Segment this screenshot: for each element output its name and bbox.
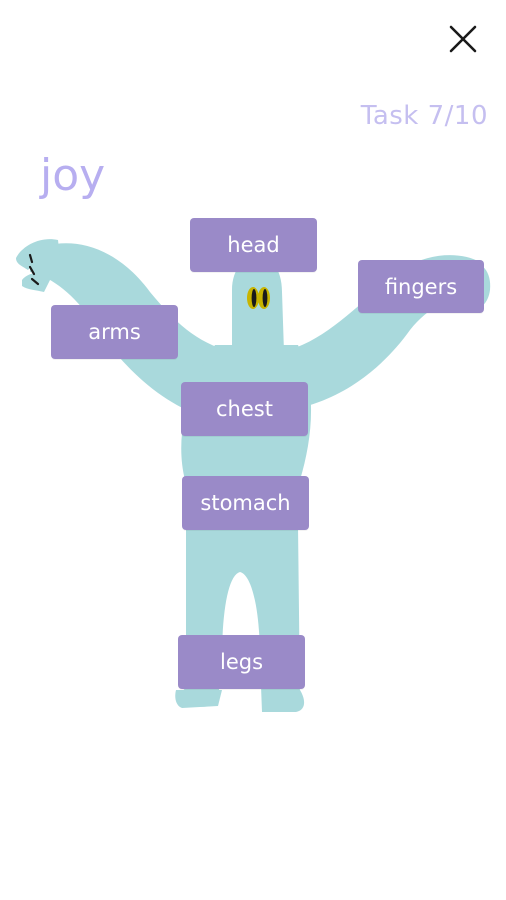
finger-marks — [28, 253, 40, 286]
close-icon — [449, 25, 477, 53]
body-part-chest-button[interactable]: chest — [181, 382, 308, 436]
body-part-fingers-button[interactable]: fingers — [358, 260, 484, 313]
task-counter: Task 7/10 — [360, 101, 488, 131]
close-button[interactable] — [444, 20, 482, 58]
body-part-stomach-button[interactable]: stomach — [182, 476, 309, 530]
body-part-arms-button[interactable]: arms — [51, 305, 178, 359]
eyes — [247, 287, 270, 309]
emotion-label: joy — [40, 150, 106, 201]
body-part-head-button[interactable]: head — [190, 218, 317, 272]
body-part-legs-button[interactable]: legs — [178, 635, 305, 689]
